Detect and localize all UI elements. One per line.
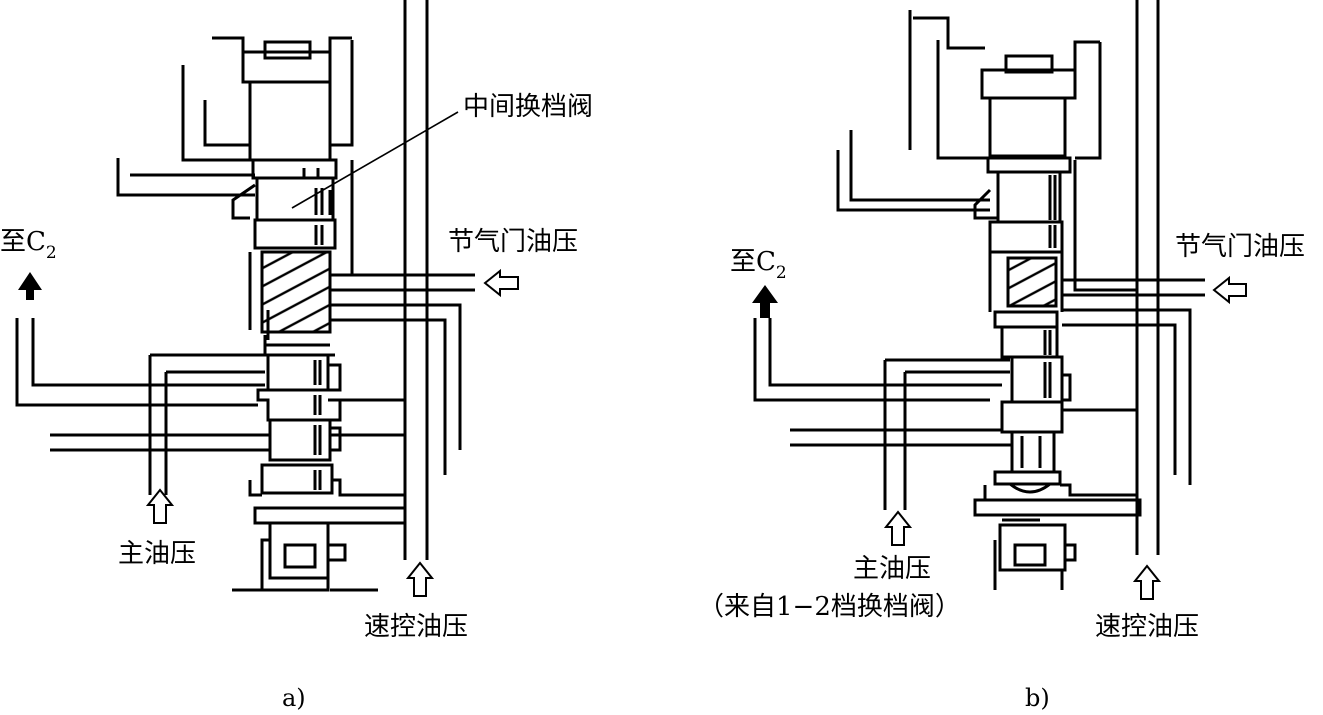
throttle-pressure-label: 节气门油压: [448, 227, 578, 257]
valve-spool-lower: [973, 325, 1142, 590]
valve-body-right-walls: [1073, 0, 1160, 555]
caption-a: a): [282, 684, 306, 712]
main-line-ports-a: [15, 318, 405, 495]
valve-label: 中间换档阀: [463, 92, 593, 122]
panel-b-labels: 至C2 节气门油压 主油压 （来自1−2档换档阀） 速控油压 b): [698, 232, 1305, 712]
throttle-port-a: [330, 273, 475, 475]
main-line-ports-b: [753, 318, 1012, 510]
valve-body-right-walls: [350, 0, 429, 560]
solid-arrow-up-icon: [752, 285, 778, 318]
outline-arrow-up-icon: [883, 510, 913, 546]
governor-pressure-label: 速控油压: [1095, 612, 1199, 642]
governor-pressure-label: 速控油压: [364, 612, 468, 642]
valve-end-cap: [908, 10, 1102, 160]
main-pressure-label: 主油压: [118, 539, 196, 569]
valve-spring: [248, 250, 332, 340]
valve-spool: [116, 158, 338, 250]
to-c2-label: 至C2: [0, 227, 57, 263]
valve-leader-line: [291, 111, 459, 209]
main-pressure-source-label: （来自1−2档换档阀）: [698, 592, 961, 622]
caption-b: b): [1025, 684, 1050, 712]
valve-end-cap: [181, 36, 354, 162]
main-pressure-label: 主油压: [853, 554, 931, 584]
outline-arrow-up-icon: [405, 561, 435, 597]
outline-arrow-up-icon: [1132, 564, 1162, 600]
throttle-port-b: [1062, 278, 1205, 485]
panel-a-labels: 中间换档阀 至C2 节气门油压 主油压 速控油压 a): [0, 92, 593, 712]
outline-arrow-left-icon: [1212, 275, 1247, 305]
to-c2-label: 至C2: [730, 247, 787, 283]
valve-spool: [836, 130, 1072, 254]
panel-b: [752, 0, 1247, 600]
throttle-pressure-label: 节气门油压: [1175, 232, 1305, 262]
outline-arrow-up-icon: [145, 488, 175, 524]
solid-arrow-up-icon: [18, 272, 42, 300]
valve-spring: [988, 252, 1064, 329]
panel-a: [15, 0, 519, 597]
outline-arrow-left-icon: [483, 268, 519, 298]
